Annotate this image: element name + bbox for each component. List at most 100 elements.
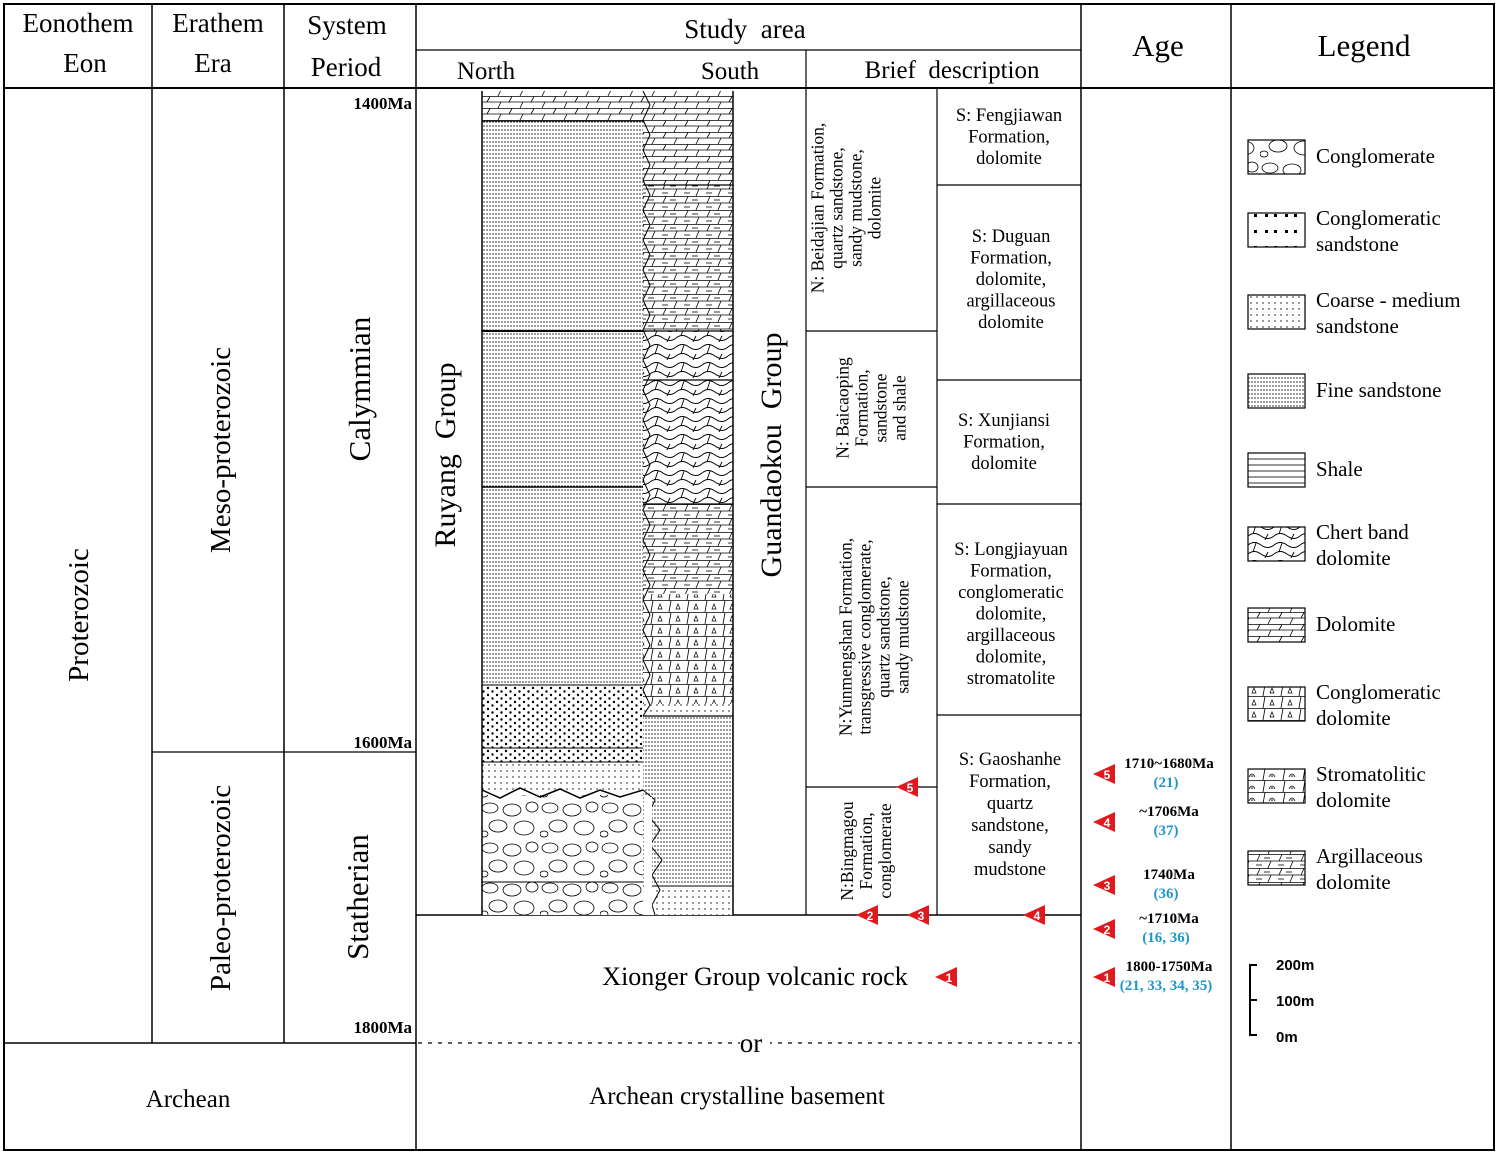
- north-desc-line: Formation,: [852, 369, 872, 446]
- south-desc-line: S: Duguan: [972, 227, 1051, 247]
- legend-label: Coarse - medium: [1316, 288, 1461, 312]
- north-desc-line: N: Beidajian Formation,: [808, 123, 828, 294]
- age-1600ma: 1600Ma: [353, 733, 412, 752]
- age-1400ma: 1400Ma: [353, 94, 412, 113]
- age-marker-2: 2: [1093, 919, 1115, 939]
- header-brief-description: Brief description: [865, 57, 1040, 84]
- age-1800ma: 1800Ma: [353, 1018, 412, 1037]
- age-reference: (21): [1154, 775, 1179, 791]
- archean-crystalline-basement: Archean crystalline basement: [589, 1083, 885, 1110]
- group-labels: Ruyang Group Guandaokou Group: [429, 333, 788, 578]
- age-marker-1: 1: [1093, 967, 1115, 987]
- marker-number: 3: [1104, 879, 1111, 893]
- legend-label: Fine sandstone: [1316, 378, 1441, 402]
- south-desc-line: S: Fengjiawan: [956, 106, 1062, 126]
- age-value: 1740Ma: [1143, 867, 1195, 883]
- header-legend: Legend: [1318, 28, 1411, 63]
- north-desc-line: sandstone: [871, 373, 891, 442]
- south-desc-line: dolomite,: [976, 270, 1046, 290]
- south-desc-line: dolomite: [971, 454, 1037, 474]
- north-desc-line: and shale: [890, 375, 910, 441]
- marker-number: 2: [1104, 923, 1111, 937]
- era-meso-proterozoic: Meso-proterozoic: [205, 347, 237, 553]
- south-desc-line: conglomeratic: [958, 583, 1064, 603]
- legend-item: Conglomerate: [1247, 139, 1435, 175]
- north-desc-line: N:Yunmengshan Formation,: [836, 538, 856, 736]
- north-desc-line: transgressive conglomerate,: [855, 539, 875, 734]
- legend-label: Conglomeratic: [1316, 206, 1441, 230]
- north-desc-line: quartz sandstone,: [827, 147, 847, 269]
- eon-archean: Archean: [146, 1086, 231, 1113]
- chronostratigraphy: Proterozoic Archean Meso-proterozoic Pal…: [63, 94, 412, 1113]
- marker-1: 1: [935, 967, 957, 987]
- south-desc-line: Formation,: [969, 772, 1051, 792]
- age-marker-5: 5: [1093, 764, 1115, 784]
- header-eon: Eon: [63, 48, 107, 78]
- header-row: Eonothem Eon Erathem Era System Period S…: [23, 8, 1411, 85]
- south-desc-line: dolomite,: [976, 648, 1046, 668]
- north-desc-line: Formation,: [856, 812, 876, 889]
- legend-label: sandstone: [1316, 232, 1399, 256]
- south-column: [642, 90, 734, 916]
- south-desc-line: argillaceous: [966, 626, 1055, 646]
- legend-label: dolomite: [1316, 870, 1391, 894]
- legend-label: sandstone: [1316, 314, 1399, 338]
- legend-item: Fine sandstone: [1247, 373, 1441, 409]
- header-study-area: Study area: [684, 14, 805, 44]
- basement: Xionger Group volcanic rock or Archean c…: [589, 962, 908, 1110]
- south-desc-line: mudstone: [974, 860, 1046, 880]
- legend-label: Conglomerate: [1316, 144, 1435, 168]
- legend-label: dolomite: [1316, 788, 1391, 812]
- legend-label: Chert band: [1316, 520, 1409, 544]
- age-reference: (37): [1154, 823, 1179, 839]
- south-desc-line: Formation,: [970, 249, 1052, 269]
- north-desc-line: quartz sandstone,: [874, 576, 894, 698]
- south-desc-duguan: S: DuguanFormation,dolomite,argillaceous…: [966, 227, 1055, 333]
- age-marker-3: 3: [1093, 875, 1115, 895]
- period-statherian: Statherian: [340, 834, 375, 960]
- north-desc-line: N: Baicaoping: [833, 357, 853, 459]
- north-desc-line: N:Bingmagou: [837, 801, 857, 900]
- age-marker-4: 4: [1093, 812, 1115, 832]
- marker-number: 3: [918, 909, 925, 923]
- scale-0m: 0m: [1276, 1029, 1298, 1046]
- south-desc-line: S: Xunjiansi: [958, 411, 1050, 431]
- marker-5: 5: [896, 777, 918, 797]
- marker-number: 5: [1104, 768, 1111, 782]
- south-desc-longjiayuan: S: LongjiayuanFormation,conglomeraticdol…: [954, 540, 1068, 689]
- north-column: [481, 91, 644, 915]
- marker-number: 4: [1034, 909, 1041, 923]
- legend-label: Conglomeratic: [1316, 680, 1441, 704]
- south-desc-line: sandy: [988, 838, 1032, 858]
- age-column: 51710~1680Ma(21)4~1706Ma(37)31740Ma(36)2…: [1093, 756, 1214, 994]
- legend-item: Shale: [1247, 452, 1363, 488]
- legend-label: Shale: [1316, 457, 1363, 481]
- age-reference: (16, 36): [1142, 930, 1190, 946]
- header-period: Period: [311, 52, 382, 82]
- north-desc-beidajian: N: Beidajian Formation,quartz sandstone,…: [808, 123, 885, 294]
- age-entry-2: 2~1710Ma(16, 36): [1093, 911, 1199, 946]
- period-calymmian: Calymmian: [342, 316, 377, 461]
- north-desc-line: sandy mudstone: [893, 580, 913, 693]
- era-paleo-proterozoic: Paleo-proterozoic: [205, 785, 237, 991]
- legend-label: Argillaceous: [1316, 844, 1423, 868]
- south-desc-line: dolomite,: [976, 605, 1046, 625]
- north-descriptions: N: Beidajian Formation,quartz sandstone,…: [808, 123, 913, 901]
- marker-number: 5: [907, 781, 914, 795]
- header-eonothem: Eonothem: [23, 8, 134, 38]
- legend-item: Dolomite: [1247, 607, 1395, 643]
